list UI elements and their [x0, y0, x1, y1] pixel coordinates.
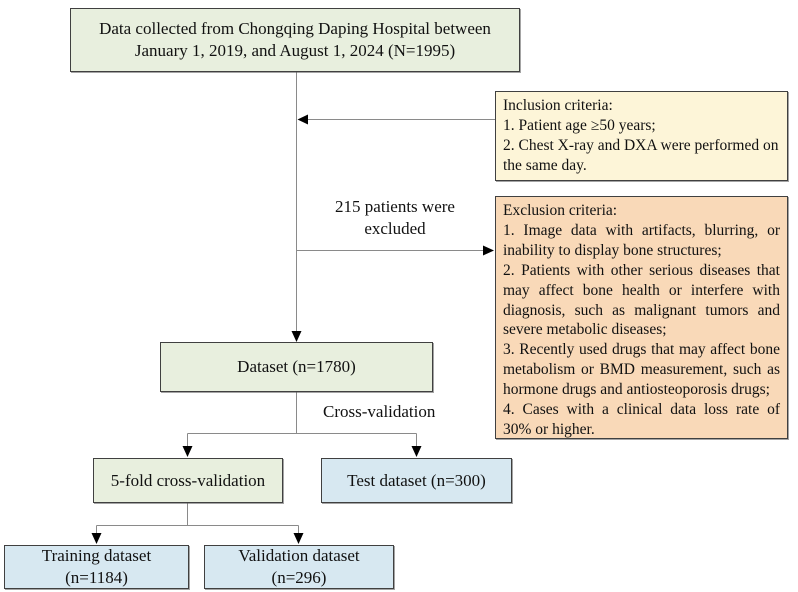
source-data-box: Data collected from Chongqing Daping Hos… [70, 8, 520, 72]
connector-exclusion-arrow [297, 245, 494, 256]
dataset-box: Dataset (n=1780) [160, 342, 433, 392]
arrowhead-down-five-fold [182, 446, 193, 457]
exclusion-criteria-title: Exclusion criteria: [503, 202, 618, 219]
arrowhead-left-inclusion [297, 114, 308, 125]
exclusion-criteria-item: 4. Cases with a clinical data loss rate … [503, 401, 780, 438]
arrowhead-down-dataset [291, 331, 302, 342]
validation-dataset-box: Validation dataset (n=296) [204, 545, 394, 589]
connector-inclusion-arrow [297, 114, 495, 125]
source-data-label: Data collected from Chongqing Daping Hos… [99, 19, 491, 60]
training-dataset-label: Training dataset (n=1184) [41, 546, 152, 587]
five-fold-label: 5-fold cross-validation [110, 470, 266, 490]
exclusion-criteria-box: Exclusion criteria: 1. Image data with a… [495, 196, 788, 439]
inclusion-criteria-box: Inclusion criteria: 1. Patient age ≥50 y… [495, 91, 788, 181]
training-dataset-box: Training dataset (n=1184) [4, 545, 189, 589]
exclusion-criteria-item: 2. Patients with other serious diseases … [503, 261, 780, 339]
connector-dataset-branch [182, 392, 422, 457]
arrowhead-right-exclusion [483, 245, 494, 256]
exclusion-criteria-item: 3. Recently used drugs that may affect b… [503, 341, 780, 399]
five-fold-box: 5-fold cross-validation [93, 458, 283, 503]
connector-five-fold-branch [91, 503, 304, 544]
dataset-label: Dataset (n=1780) [237, 357, 356, 376]
connector-source-to-dataset [291, 72, 302, 342]
validation-dataset-label: Validation dataset (n=296) [238, 546, 360, 587]
arrowhead-down-validation [293, 533, 304, 544]
inclusion-criteria-item: 1. Patient age ≥50 years; [503, 116, 656, 134]
excluded-patients-label: 215 patients were excluded [335, 197, 455, 238]
exclusion-criteria-item: 1. Image data with artifacts, blurring, … [503, 221, 780, 259]
inclusion-criteria-title: Inclusion criteria: [503, 97, 613, 114]
test-dataset-label: Test dataset (n=300) [347, 470, 486, 490]
arrowhead-down-training [91, 533, 102, 544]
test-dataset-box: Test dataset (n=300) [321, 458, 512, 503]
cross-validation-label: Cross-validation [323, 402, 436, 421]
inclusion-criteria-item: 2. Chest X-ray and DXA were performed on… [503, 136, 779, 174]
arrowhead-down-test [411, 446, 422, 457]
